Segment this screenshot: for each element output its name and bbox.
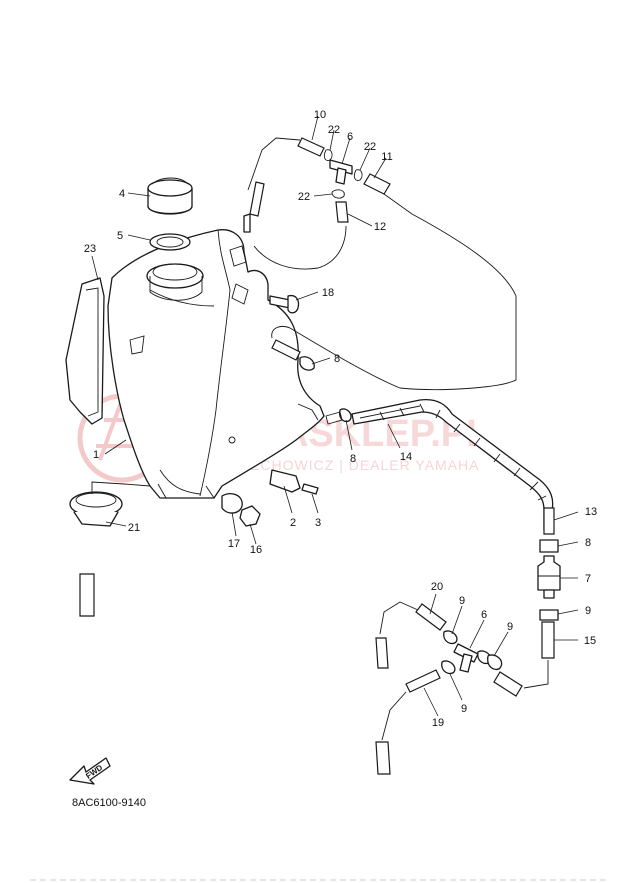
callout-6-b: 6 xyxy=(481,609,487,621)
clip-22-c xyxy=(331,189,345,199)
callout-16: 16 xyxy=(250,544,262,556)
callout-6-a: 6 xyxy=(347,131,353,143)
fuel-filter xyxy=(537,555,561,599)
callouts: 4 5 23 1 2 3 17 16 21 10 22 6 22 11 22 1… xyxy=(84,109,597,729)
hose-stub xyxy=(271,339,301,361)
lower-hose-network xyxy=(375,601,523,775)
collar-17 xyxy=(221,492,243,514)
callout-18: 18 xyxy=(322,287,334,299)
callout-22-b: 22 xyxy=(364,141,376,153)
callout-4: 4 xyxy=(119,188,125,200)
callout-9-b: 9 xyxy=(507,621,513,633)
breather-hose-routing xyxy=(247,137,517,391)
callout-12: 12 xyxy=(374,221,386,233)
callout-22-a: 22 xyxy=(328,124,340,136)
bracket-2 xyxy=(269,469,301,493)
callout-8-a: 8 xyxy=(334,353,340,365)
leader-lines xyxy=(91,115,579,717)
hose-12 xyxy=(335,201,349,223)
callout-9-c: 9 xyxy=(461,703,467,715)
diagram-code: 8AC6100-9140 xyxy=(72,797,146,809)
hose-route-15 xyxy=(523,660,549,689)
callout-14: 14 xyxy=(400,451,412,463)
callout-17: 17 xyxy=(228,538,240,550)
mounting-bolt xyxy=(269,294,300,314)
callout-22-c: 22 xyxy=(298,191,310,203)
hose-11 xyxy=(363,173,391,195)
fuel-outlet-nozzle xyxy=(325,411,343,425)
fwd-arrow-icon: FWD xyxy=(69,757,111,785)
callout-8-c: 8 xyxy=(585,537,591,549)
callout-2: 2 xyxy=(290,517,296,529)
callout-21: 21 xyxy=(128,522,140,534)
callout-10: 10 xyxy=(314,109,326,121)
cap-gasket xyxy=(149,233,191,251)
tank-side-pad xyxy=(65,277,105,425)
clip-22-a xyxy=(323,149,333,161)
clip-8-a xyxy=(299,356,315,371)
nut-16 xyxy=(239,505,261,527)
drain-hose xyxy=(79,573,95,617)
clip-8-c xyxy=(539,539,559,553)
fuel-cap xyxy=(147,177,193,215)
fuel-tank xyxy=(107,213,325,499)
callout-5: 5 xyxy=(117,230,123,242)
callout-20: 20 xyxy=(431,581,443,593)
clip-22-b xyxy=(353,169,363,181)
callout-13: 13 xyxy=(585,506,597,518)
callout-1: 1 xyxy=(93,449,99,461)
callout-23: 23 xyxy=(84,243,96,255)
callout-11: 11 xyxy=(381,151,392,163)
watermark-dealer: WOJCIECHOWICZ | DEALER YAMAHA xyxy=(200,457,479,473)
clip-9-d xyxy=(539,609,559,621)
callout-19: 19 xyxy=(432,717,444,729)
callout-3: 3 xyxy=(315,517,321,529)
callout-7: 7 xyxy=(585,573,591,585)
callout-8-b: 8 xyxy=(350,453,356,465)
callout-9-a: 9 xyxy=(459,595,465,607)
callout-9-d: 9 xyxy=(585,605,591,617)
hose-13 xyxy=(543,507,555,535)
hose-15 xyxy=(541,621,555,659)
hose-10 xyxy=(297,137,325,157)
callout-15: 15 xyxy=(584,635,596,647)
bolt-3 xyxy=(301,483,319,495)
tee-joint-top xyxy=(329,159,353,185)
tank-band xyxy=(69,481,151,527)
tank-clip xyxy=(129,335,145,355)
hose-clamp-8-b xyxy=(339,408,352,423)
